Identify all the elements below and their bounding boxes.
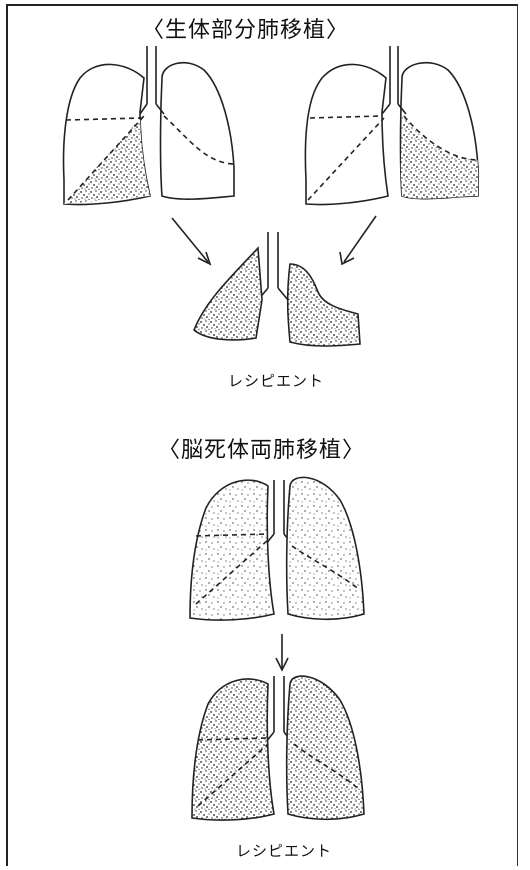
donor-lungs-left (64, 46, 236, 205)
recipient-lungs-brain-dead (192, 676, 364, 820)
arrow-down (276, 634, 288, 670)
arrows-to-recipient (172, 216, 376, 264)
donor-lungs-brain-dead (190, 477, 364, 620)
recipient-lungs-living (194, 232, 360, 346)
donor-lungs-right (305, 46, 480, 205)
